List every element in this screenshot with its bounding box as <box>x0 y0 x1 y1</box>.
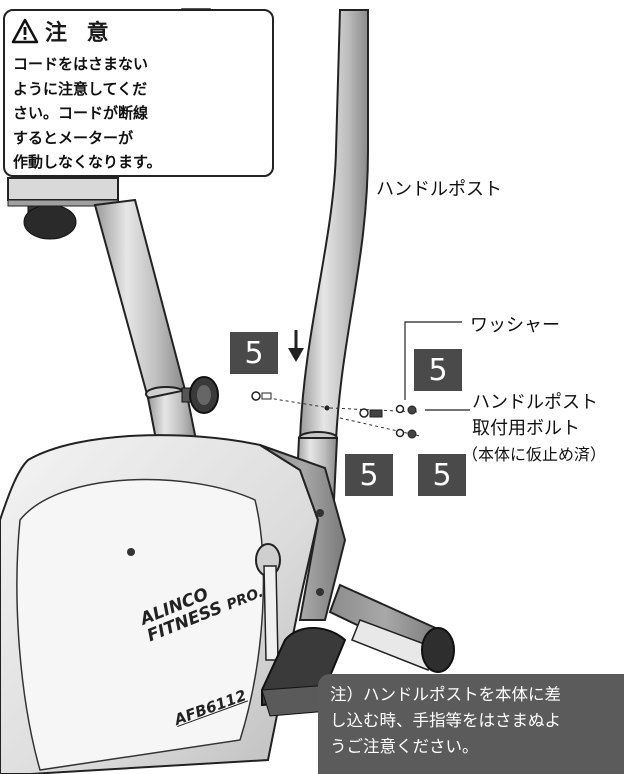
step-badge: 5 <box>230 332 278 374</box>
seat-adjust-knob <box>181 376 219 414</box>
caution-line: コードをはさまない <box>13 55 149 73</box>
note-line: うご注意ください。 <box>330 737 479 756</box>
caution-callout: 注 意 コードをはさまない ように注意してくだ さい。コードが断線 するとメータ… <box>3 9 274 177</box>
note-box: 注）ハンドルポストを本体に差 し込む時、手指等をはさまぬよ うご注意ください。 <box>318 674 624 774</box>
handle-post <box>294 9 369 501</box>
note-text: 注）ハンドルポストを本体に差 し込む時、手指等をはさまぬよ うご注意ください。 <box>330 682 620 760</box>
note-line: 注）ハンドルポストを本体に差 <box>330 685 561 704</box>
bolt-label-line3: （本体に仮止め済） <box>462 445 607 464</box>
handle-post-label: ハンドルポスト <box>376 179 502 200</box>
seat-post <box>93 198 198 452</box>
bike-body <box>0 434 347 774</box>
caution-line: さい。コードが断線 <box>13 104 149 122</box>
caution-title: 注 意 <box>45 21 115 46</box>
caution-line: 作動しなくなります。 <box>13 153 162 171</box>
note-line: し込む時、手指等をはさまぬよ <box>330 711 561 730</box>
seat-knob <box>7 177 119 240</box>
step-badge: 5 <box>345 454 393 496</box>
washer-label: ワッシャー <box>470 315 560 336</box>
caution-text: コードをはさまない ように注意してくだ さい。コードが断線 するとメーターが 作… <box>13 52 181 175</box>
warning-triangle-icon <box>11 18 39 44</box>
bolt-label-line1: ハンドルポスト <box>472 392 598 413</box>
bolt-label-line2: 取付用ボルト <box>472 418 580 439</box>
front-stabilizer <box>328 583 455 673</box>
caution-header: 注 意 <box>11 15 115 47</box>
down-arrow-icon <box>288 330 304 362</box>
step-badge: 5 <box>418 454 466 496</box>
caution-line: するとメーターが <box>13 128 134 147</box>
caution-line: ように注意してくだ <box>13 79 148 98</box>
step-badge: 5 <box>414 349 462 391</box>
bolt-washer-parts <box>251 321 470 439</box>
